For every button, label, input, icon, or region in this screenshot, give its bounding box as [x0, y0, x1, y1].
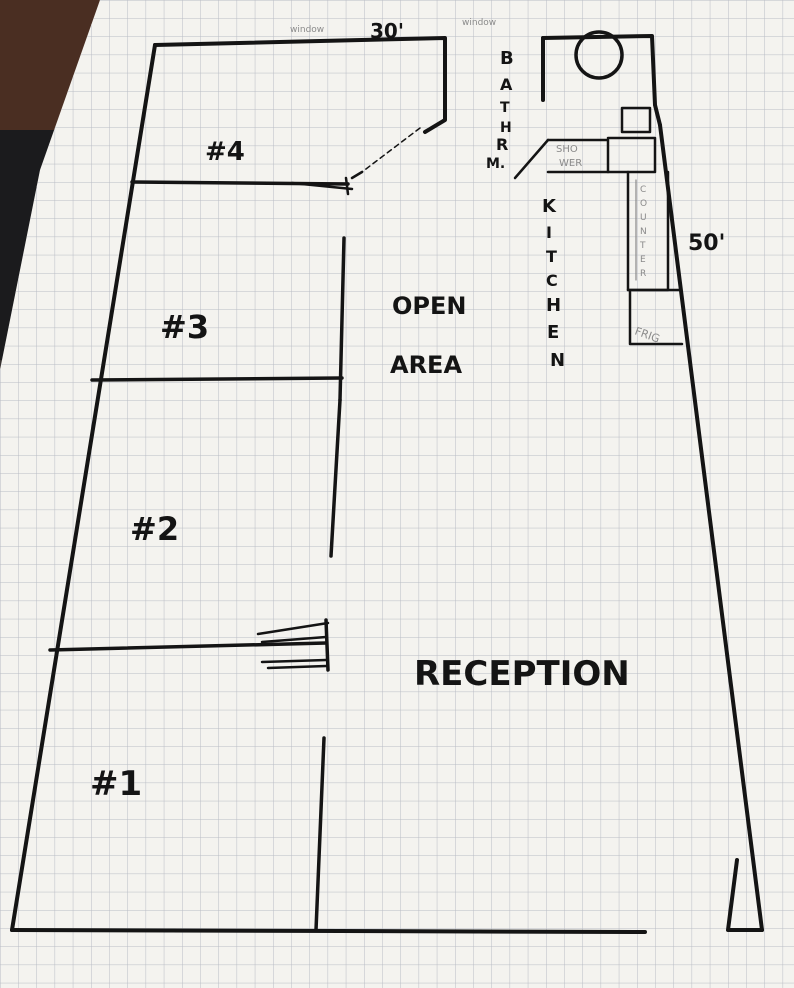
- wall-room3-room2: [90, 376, 344, 382]
- svg-text:K: K: [542, 196, 557, 217]
- window-note-left: window: [290, 25, 324, 35]
- svg-text:C: C: [546, 271, 558, 290]
- door-swing-room2: [256, 621, 330, 670]
- svg-text:M.: M.: [486, 156, 505, 172]
- walls: [10, 34, 764, 934]
- entry-door: [726, 858, 764, 932]
- door-jamb-room1: [324, 618, 330, 672]
- kitchen-label: K I T C H E N: [542, 196, 565, 371]
- svg-text:I: I: [546, 223, 552, 242]
- wall-room3-east: [338, 236, 346, 402]
- bath-door: [513, 138, 550, 180]
- water-heater: [620, 106, 652, 134]
- svg-text:U: U: [640, 213, 647, 223]
- width-dimension: 30': [370, 19, 404, 43]
- bathroom-label: B A T H R M.: [486, 48, 514, 172]
- svg-text:SHO: SHO: [556, 144, 578, 155]
- svg-text:A: A: [500, 75, 513, 94]
- svg-text:T: T: [500, 100, 510, 116]
- reception-label: RECEPTION: [414, 654, 630, 694]
- svg-text:T: T: [639, 241, 646, 251]
- svg-text:R: R: [496, 135, 508, 154]
- svg-text:E: E: [547, 322, 559, 343]
- room-2-label: #2: [130, 510, 179, 548]
- svg-text:E: E: [640, 255, 646, 265]
- exterior-bottom: [10, 928, 647, 934]
- exterior-top-right: [541, 34, 662, 127]
- svg-text:N: N: [550, 350, 565, 371]
- shower-label: SHO WER: [556, 144, 582, 169]
- wall-room2-east: [329, 398, 342, 558]
- door-arc-room4: [361, 127, 421, 173]
- wall-room1-east: [314, 736, 326, 932]
- wall-room4-room3: [130, 180, 350, 186]
- exterior-right: [658, 123, 764, 932]
- room-4-label: #4: [205, 137, 245, 167]
- length-dimension: 50': [688, 231, 725, 256]
- window-note-right: window: [462, 18, 496, 28]
- counter-label: C O U N T E R: [639, 185, 647, 279]
- shower-stall: [546, 138, 610, 174]
- open-area-label-line2: AREA: [390, 351, 462, 379]
- room-1-label: #1: [90, 764, 142, 804]
- exterior-top-left: [153, 36, 447, 134]
- svg-text:R: R: [640, 269, 646, 279]
- svg-text:O: O: [640, 199, 647, 209]
- door-room4: [290, 181, 354, 191]
- room-3-label: #3: [160, 308, 209, 346]
- fridge-outline: [626, 288, 684, 346]
- cabinet: [606, 136, 657, 174]
- svg-text:T: T: [546, 247, 557, 266]
- svg-text:H: H: [500, 120, 512, 136]
- svg-text:B: B: [500, 48, 514, 69]
- svg-text:C: C: [640, 185, 646, 195]
- svg-text:H: H: [546, 295, 561, 316]
- exterior-left: [10, 43, 157, 932]
- toilet-icon: [574, 30, 624, 80]
- svg-text:WER: WER: [559, 158, 582, 169]
- open-area-label-line1: OPEN: [392, 292, 466, 320]
- wall-room2-room1: [48, 641, 328, 652]
- svg-text:N: N: [640, 227, 647, 237]
